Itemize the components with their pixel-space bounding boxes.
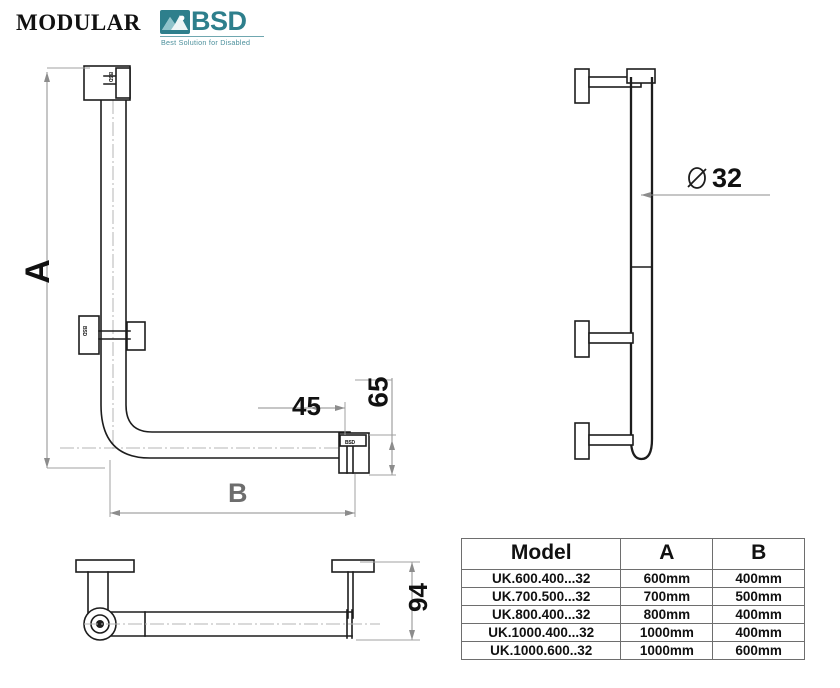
cell-b: 600mm [712,641,805,660]
bsd-logo-divider [160,36,264,37]
side-middle-arm [588,332,634,344]
side-middle-wall-plate [574,320,590,358]
top-flange-logo-plate [115,67,131,99]
table-row: UK.600.400...32 600mm 400mm [460,569,805,588]
cell-b: 400mm [712,569,805,588]
cell-a: 1000mm [620,641,714,660]
table-row: UK.1000.600..32 1000mm 600mm [460,641,805,660]
table-row: UK.800.400...32 800mm 400mm [460,605,805,624]
table-header-a: A [620,538,714,570]
end-bracket-logo-text: BSD [345,440,355,446]
bsd-wordmark: BSD [191,6,247,36]
dim-b-label: B [228,478,248,508]
cell-a: 700mm [620,587,714,606]
dim-a-arrow-bottom [44,458,50,468]
bsd-logo: BSD Best Solution for Disabled [160,6,265,48]
side-tube-rounded-bottom [629,438,654,461]
dia-leader-arrow [641,192,651,198]
cell-b: 400mm [712,605,805,624]
table-header-b: B [712,538,805,570]
dim-65-arrow-top [389,440,395,450]
side-top-wall-plate [574,68,590,104]
dim-45-arrow-right [335,405,345,411]
cell-model: UK.700.500...32 [460,587,622,606]
dim-b-arrow-right [345,510,355,516]
model-specification-table: Model A B UK.600.400...32 600mm 400mm UK… [460,538,805,660]
brand-title: MODULAR [16,10,141,35]
front-elevation-view [44,65,396,517]
middle-bracket-plate [78,315,100,355]
diameter-symbol-icon [687,167,707,189]
dim-65-label: 65 [362,376,394,408]
table-header-model: Model [460,538,622,570]
cell-a: 1000mm [620,623,714,642]
end-bracket-logo-plate [339,434,367,447]
plan-left-flange [75,559,135,573]
cell-model: UK.1000.600..32 [460,641,622,660]
middle-bracket-arm-block [126,321,146,351]
cell-model: UK.1000.400...32 [460,623,622,642]
cell-a: 800mm [620,605,714,624]
tube-outer-left-edge [100,79,351,459]
table-row: UK.700.500...32 700mm 500mm [460,587,805,606]
dim-b-arrow-left [110,510,120,516]
cell-a: 600mm [620,569,714,588]
bottom-plan-view [75,559,420,641]
dim-94-arrow-top [409,562,415,572]
tube-inner-right-edge [125,79,351,433]
bsd-tagline: Best Solution for Disabled [161,38,251,47]
dim-94-label: 94 [402,583,433,612]
cell-model: UK.600.400...32 [460,569,622,588]
middle-bracket-logo-text: BSD [81,326,87,336]
side-top-connector [626,68,656,84]
cell-b: 500mm [712,587,805,606]
side-bottom-arm [588,434,634,446]
table-row: UK.1000.400...32 1000mm 400mm [460,623,805,642]
dim-65-arrow-bottom [389,465,395,475]
cell-b: 400mm [712,623,805,642]
top-bracket-logo-text: BSD [107,72,113,82]
side-bottom-wall-plate [574,422,590,460]
side-elevation-view [574,68,770,461]
dim-a-label: A [18,259,57,284]
cell-model: UK.800.400...32 [460,605,622,624]
bsd-mountain-icon [160,10,190,34]
dim-45-label: 45 [292,391,321,421]
dim-a-arrow-top [44,72,50,82]
dim-45-arrow-left [310,405,320,411]
dim-94-arrow-bottom [409,630,415,640]
plan-elbow-inner-dot [96,620,104,628]
dim-diameter-label: 32 [712,163,743,193]
table-header-row: Model A B [460,538,805,570]
